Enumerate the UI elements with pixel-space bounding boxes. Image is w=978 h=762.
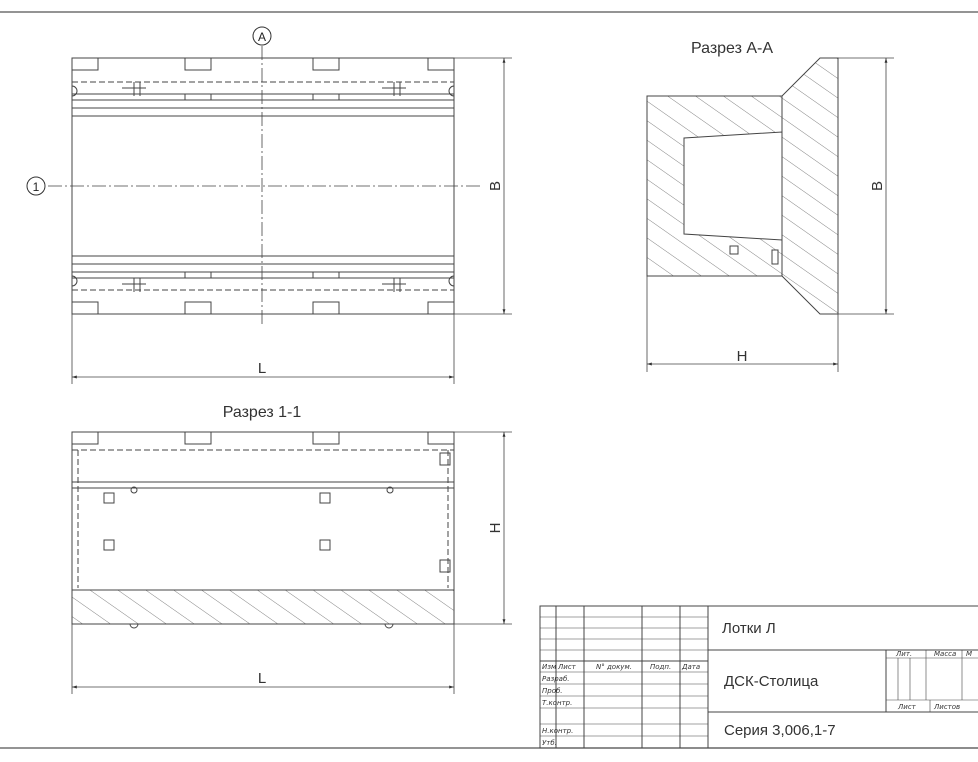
tb-lit-label: Лит. — [895, 650, 912, 658]
svg-text:А: А — [258, 30, 266, 44]
plan-width-label: В — [487, 181, 504, 191]
tb-role-approved: Утб. — [542, 739, 557, 747]
section-11-title: Разрез 1-1 — [223, 404, 302, 421]
section-11-height-label: Н — [487, 523, 504, 534]
tb-product-name: Лотки Л — [722, 620, 776, 637]
tb-role-ncontrol: Н.контр. — [542, 727, 573, 735]
tb-header-list: Лист — [557, 663, 577, 671]
tb-header-izm: Изм — [542, 663, 557, 671]
tb-organization: ДСК-Столица — [724, 673, 819, 690]
tb-header-date: Дата — [681, 663, 700, 671]
section-aa-view — [646, 57, 839, 315]
section-11-view — [71, 431, 455, 629]
svg-text:1: 1 — [33, 180, 40, 194]
tb-series: Серия 3,006,1-7 — [724, 722, 836, 739]
section-aa-height-label: Н — [737, 348, 748, 365]
axis-marker-1: 1 — [26, 176, 46, 196]
tb-mass-label: Масса — [934, 650, 956, 658]
section-aa-title: Разрез А-А — [691, 40, 773, 57]
tb-role-tcontrol: Т.контр. — [542, 699, 572, 707]
section-11-dimensions — [71, 431, 512, 694]
tb-role-checker: Проб. — [542, 687, 563, 695]
plan-centerlines — [48, 46, 480, 326]
title-block — [539, 605, 978, 749]
tb-role-developer: Разраб. — [542, 675, 570, 683]
tb-scale-label: М — [966, 650, 972, 658]
tb-sheets-label: Листов — [933, 703, 960, 711]
section-11-length-label: L — [258, 670, 266, 687]
tb-sheet-label: Лист — [897, 703, 917, 711]
plan-length-label: L — [258, 360, 266, 377]
section-aa-dimensions — [646, 57, 894, 372]
tb-header-doc: N° докум. — [596, 663, 632, 671]
section-aa-width-label: В — [869, 181, 886, 191]
tb-header-sign: Подп. — [650, 663, 671, 671]
plan-dimensions — [71, 57, 512, 384]
axis-marker-a: А — [252, 26, 272, 46]
